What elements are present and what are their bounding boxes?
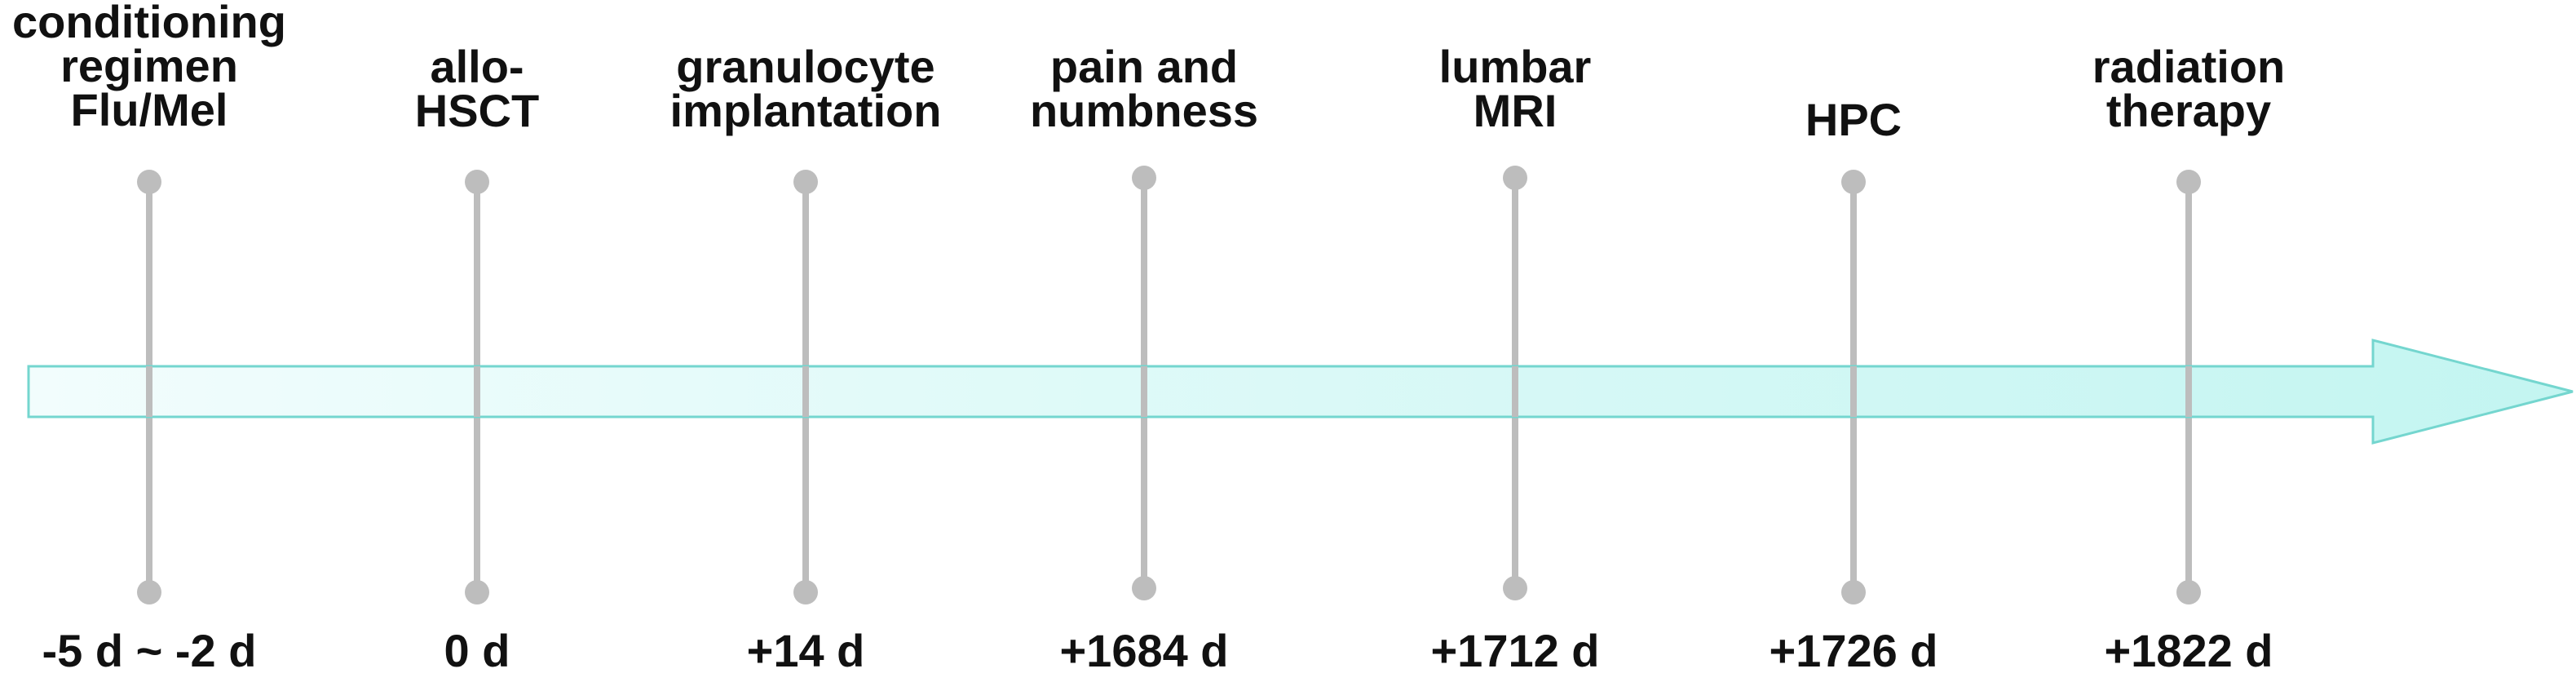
event-bottom-dot bbox=[793, 580, 818, 604]
event-time: 0 d bbox=[444, 625, 510, 676]
event-bottom-dot bbox=[137, 580, 161, 604]
event-top-dot bbox=[137, 170, 161, 194]
event-time: +1712 d bbox=[1430, 625, 1600, 676]
event-time: +1684 d bbox=[1059, 625, 1229, 676]
event-top-dot bbox=[793, 170, 818, 194]
event-top-dot bbox=[1841, 170, 1866, 194]
event-time: +1822 d bbox=[2104, 625, 2273, 676]
event-label: allo- HSCT bbox=[414, 41, 540, 136]
event-time: +14 d bbox=[746, 625, 865, 676]
event-label: granulocyte implantation bbox=[669, 41, 942, 136]
event-time: -5 d ~ -2 d bbox=[42, 625, 257, 676]
event-bottom-dot bbox=[1132, 576, 1156, 600]
event-top-dot bbox=[1503, 166, 1527, 190]
event-top-dot bbox=[465, 170, 489, 194]
event-bottom-dot bbox=[465, 580, 489, 604]
event-time: +1726 d bbox=[1769, 625, 1938, 676]
event-label: pain and numbness bbox=[1029, 41, 1259, 136]
event-label: lumbar MRI bbox=[1438, 41, 1592, 136]
event-label: HPC bbox=[1805, 94, 1902, 145]
event-top-dot bbox=[1132, 166, 1156, 190]
timeline-arrow bbox=[27, 339, 2574, 445]
event-bottom-dot bbox=[1503, 576, 1527, 600]
event-label: radiation therapy bbox=[2092, 41, 2286, 136]
event-bottom-dot bbox=[1841, 580, 1866, 604]
event-bottom-dot bbox=[2176, 580, 2201, 604]
event-label: conditioning regimen Flu/Mel bbox=[12, 0, 286, 135]
event-top-dot bbox=[2176, 170, 2201, 194]
